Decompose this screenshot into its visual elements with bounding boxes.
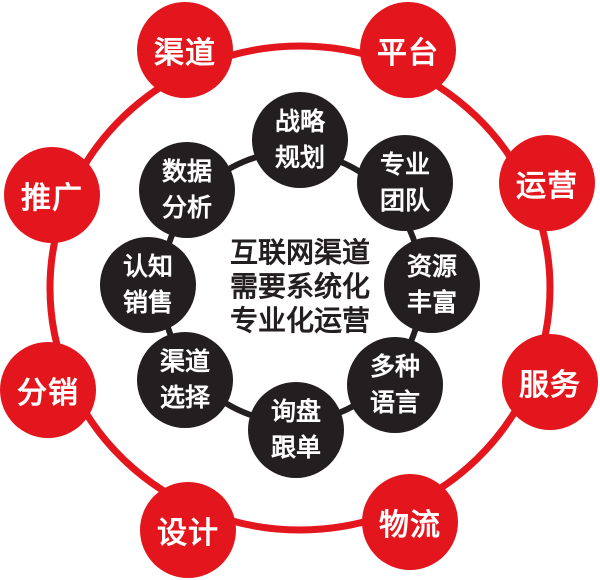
inner-node-channel-selection: 渠道 选择 bbox=[137, 332, 233, 428]
inner-node-data-analysis: 数据 分析 bbox=[139, 142, 235, 238]
outer-node-platform: 平台 bbox=[360, 2, 456, 98]
outer-node-label: 物流 bbox=[379, 508, 441, 543]
center-line-3: 专业化运营 bbox=[229, 304, 370, 337]
inner-node-line2: 团队 bbox=[379, 186, 430, 215]
outer-node-label: 设计 bbox=[157, 516, 219, 551]
inner-node-multilingual: 多种 语言 bbox=[347, 337, 443, 433]
outer-node-label: 平台 bbox=[377, 36, 439, 71]
outer-node-label: 分销 bbox=[17, 376, 79, 411]
outer-node-channel: 渠道 bbox=[137, 2, 233, 98]
inner-node-strategy-planning: 战略 规划 bbox=[252, 92, 348, 188]
outer-node-design: 设计 bbox=[140, 482, 236, 578]
inner-node-line2: 丰富 bbox=[406, 288, 457, 317]
outer-node-distribution: 分销 bbox=[0, 342, 96, 438]
inner-node-line2: 规划 bbox=[274, 143, 325, 172]
inner-node-cognitive-sales: 认知 销售 bbox=[100, 237, 196, 333]
center-line-2: 需要系统化 bbox=[229, 270, 370, 303]
outer-node-label: 服务 bbox=[519, 368, 581, 403]
inner-node-line1: 渠道 bbox=[159, 347, 210, 376]
outer-node-logistics: 物流 bbox=[362, 474, 458, 570]
inner-node-line1: 多种 bbox=[369, 352, 420, 381]
outer-node-label: 运营 bbox=[516, 169, 578, 204]
outer-node-promotion: 推广 bbox=[4, 147, 100, 243]
inner-node-professional-team: 专业 团队 bbox=[357, 135, 453, 231]
outer-node-label: 渠道 bbox=[154, 36, 216, 71]
outer-node-label: 推广 bbox=[21, 181, 83, 216]
inner-node-line1: 询盘 bbox=[270, 397, 321, 426]
inner-node-line1: 专业 bbox=[379, 150, 430, 179]
inner-node-line1: 认知 bbox=[122, 252, 173, 281]
center-statement: 互联网渠道 需要系统化 专业化运营 bbox=[205, 236, 395, 338]
outer-ring bbox=[46, 42, 554, 534]
inner-node-rich-resources: 资源 丰富 bbox=[384, 237, 480, 333]
inner-node-line2: 销售 bbox=[122, 288, 173, 317]
outer-node-operation: 运营 bbox=[499, 135, 595, 231]
inner-node-line2: 跟单 bbox=[270, 433, 321, 462]
inner-node-line1: 战略 bbox=[274, 107, 325, 136]
inner-node-line2: 分析 bbox=[161, 193, 212, 222]
outer-node-service: 服务 bbox=[502, 334, 598, 430]
inner-node-line2: 语言 bbox=[369, 388, 420, 417]
center-line-1: 互联网渠道 bbox=[229, 236, 370, 269]
inner-node-line1: 资源 bbox=[406, 252, 457, 281]
inner-node-inquiry-followup: 询盘 跟单 bbox=[248, 382, 344, 478]
inner-node-line2: 选择 bbox=[159, 383, 210, 412]
inner-node-line1: 数据 bbox=[161, 157, 212, 186]
